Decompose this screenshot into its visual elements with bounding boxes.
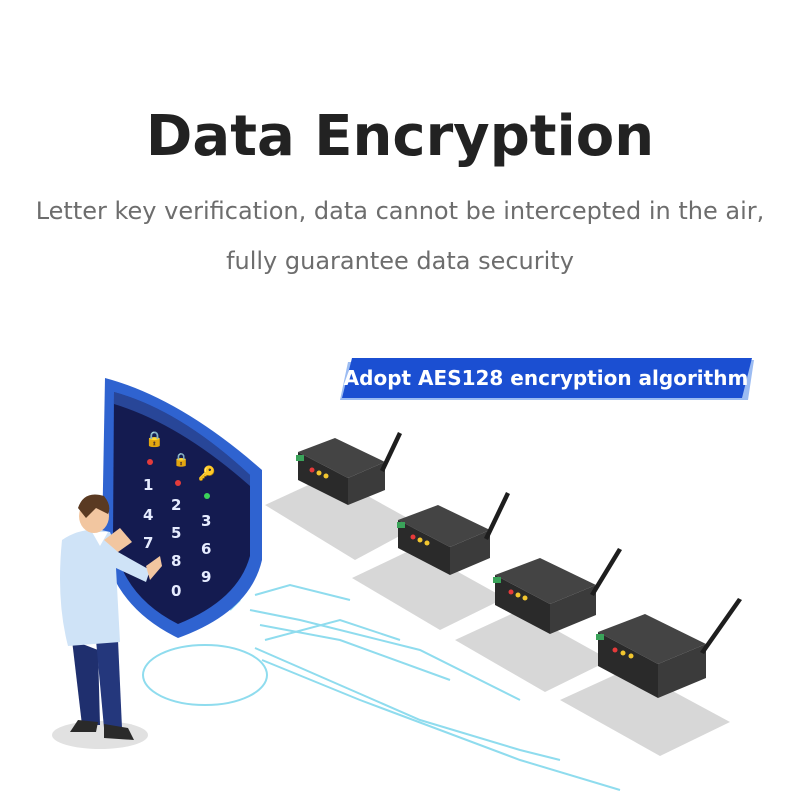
keypad-digit: 3 <box>201 512 211 530</box>
subtitle-line-1: Letter key verification, data cannot be … <box>35 197 765 225</box>
status-led-red <box>147 459 153 465</box>
keypad-digit: 4 <box>143 506 153 524</box>
device-1 <box>265 432 420 560</box>
keypad-digit: 0 <box>171 582 181 600</box>
page-title: Data Encryption <box>145 104 655 169</box>
status-led-green <box>204 493 210 499</box>
keypad-digit: 7 <box>143 534 153 552</box>
aes-badge: Adopt AES128 encryption algorithm <box>338 358 754 400</box>
device-2 <box>352 492 510 630</box>
device-3 <box>455 548 622 692</box>
device-4 <box>560 598 742 756</box>
keypad-digit: 5 <box>171 524 181 542</box>
keypad: 🔒 🔒 🔑 1 2 3 4 5 6 7 8 9 0 <box>143 430 216 600</box>
keypad-digit: 8 <box>171 552 181 570</box>
person-shadow <box>52 721 148 749</box>
status-led-red <box>175 480 181 486</box>
keypad-digit: 1 <box>143 476 153 494</box>
shield-icon <box>102 378 262 638</box>
badge-shape <box>340 358 754 400</box>
keypad-digit: 6 <box>201 540 211 558</box>
network-lines <box>142 583 621 791</box>
badge-label: Adopt AES128 encryption algorithm <box>343 366 749 390</box>
person-figure <box>60 494 162 740</box>
lock-icon: 🔒 <box>173 453 189 468</box>
keypad-digit: 2 <box>171 496 181 514</box>
key-icon: 🔑 <box>198 464 216 482</box>
subtitle-line-2: fully guarantee data security <box>226 247 574 275</box>
lock-icon: 🔒 <box>145 430 164 448</box>
keypad-digit: 9 <box>201 568 211 586</box>
